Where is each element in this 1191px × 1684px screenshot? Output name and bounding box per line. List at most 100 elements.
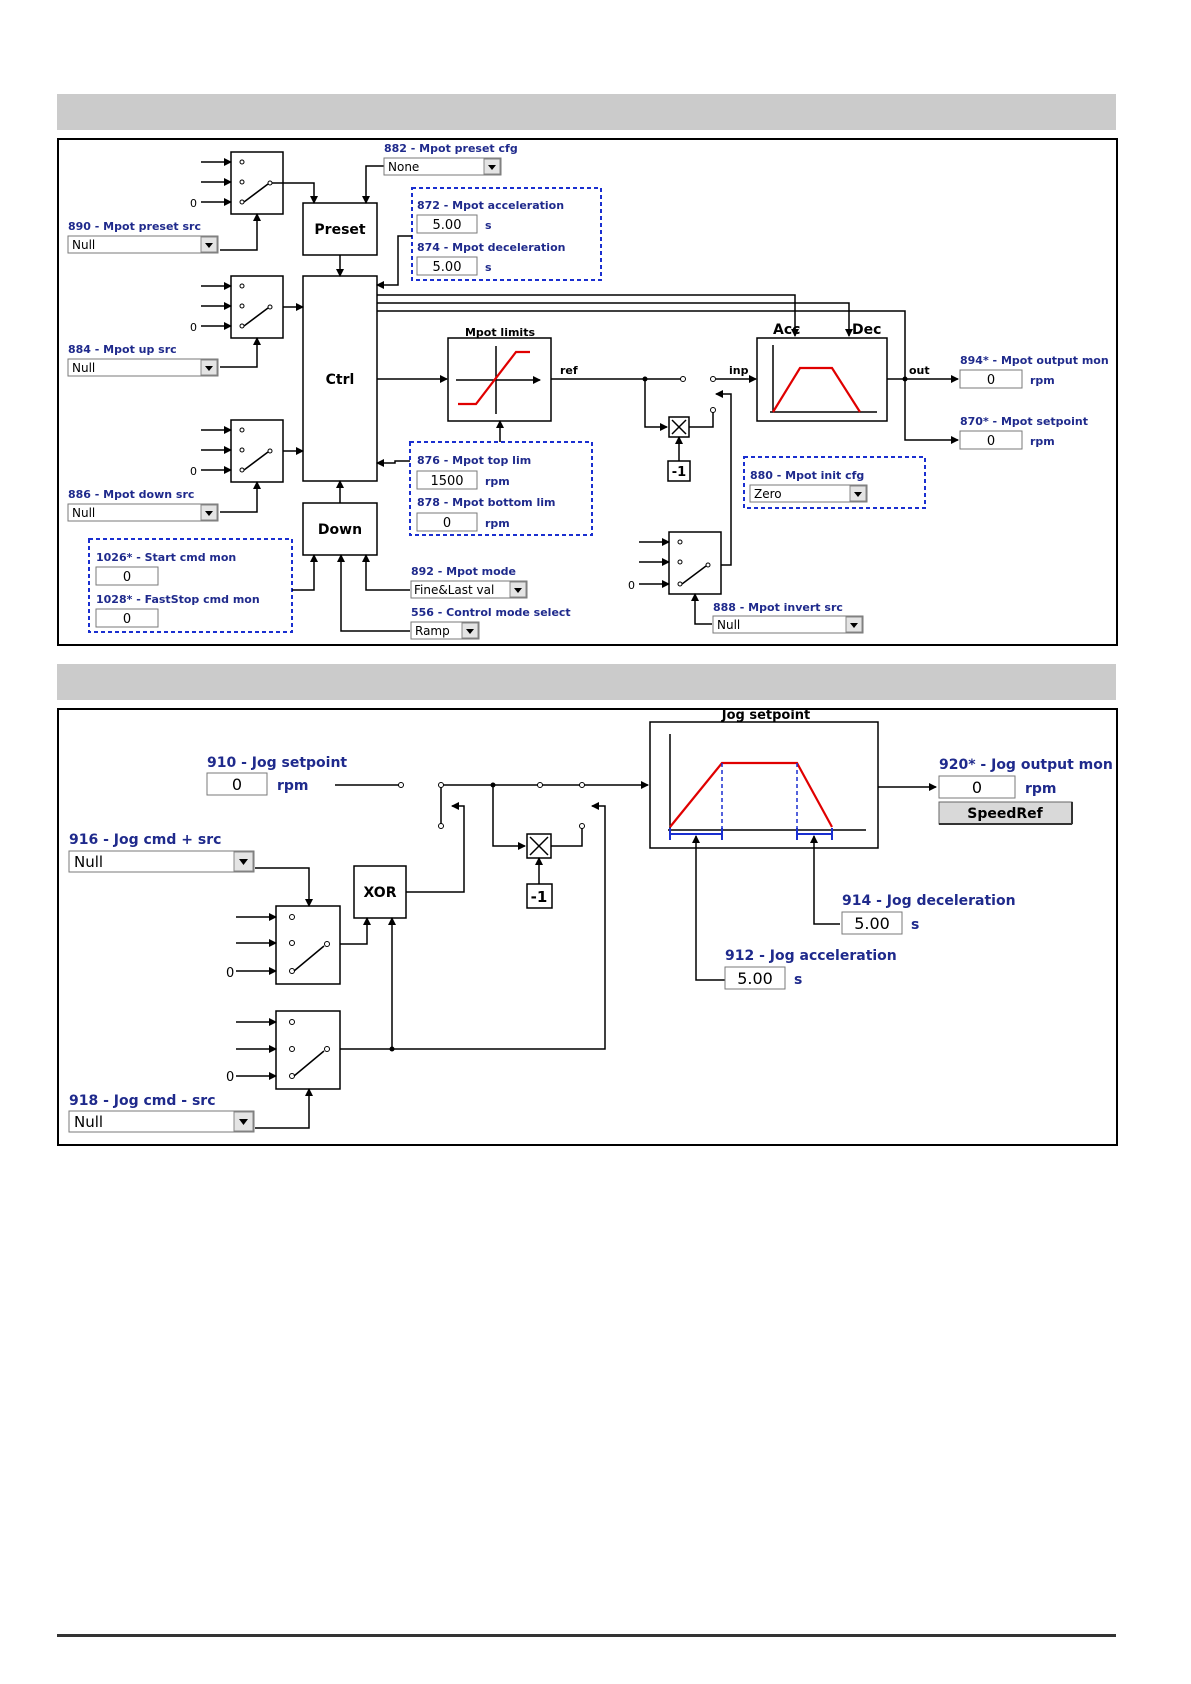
jog-acceleration-unit: s	[794, 972, 802, 988]
bottom-lim-value: 0	[443, 516, 451, 531]
jog-cmd-minus-selector	[236, 1010, 341, 1090]
control-mode-value: Ramp	[415, 624, 450, 638]
jog-deceleration-label: 914 - Jog deceleration	[842, 893, 1016, 909]
up-src-select[interactable]: Null	[67, 358, 219, 377]
mode-value: Fine&Last val	[414, 583, 494, 597]
xor-block	[353, 865, 407, 919]
inp-label: inp	[729, 364, 749, 377]
zero-label: 0	[190, 197, 197, 210]
bottom-lim-field[interactable]: 0	[416, 512, 478, 532]
preset-src-select[interactable]: Null	[67, 235, 219, 254]
control-mode-label: 556 - Control mode select	[411, 606, 571, 619]
section-header-bar-jog	[57, 664, 1116, 700]
jog-cmd-minus-value: Null	[74, 1113, 103, 1131]
jog-acceleration-field[interactable]: 5.00	[724, 966, 786, 990]
mpot-diagram-frame	[57, 138, 1118, 646]
invert-src-select[interactable]: Null	[712, 615, 864, 634]
jog-zero-label: 0	[226, 1070, 234, 1085]
up-src-value: Null	[72, 361, 95, 375]
output-mon-field: 0	[959, 369, 1023, 389]
top-lim-unit: rpm	[485, 475, 510, 488]
invert-src-label: 888 - Mpot invert src	[713, 601, 843, 614]
mode-label: 892 - Mpot mode	[411, 565, 516, 578]
ref-label: ref	[560, 364, 578, 377]
minus-one-label: -1	[672, 465, 686, 480]
acceleration-field[interactable]: 5.00	[416, 214, 478, 234]
jog-cmd-minus-select[interactable]: Null	[68, 1110, 255, 1133]
top-lim-label: 876 - Mpot top lim	[417, 454, 531, 467]
preset-src-value: Null	[72, 238, 95, 252]
start-cmd-mon-field: 0	[95, 566, 159, 586]
acceleration-value: 5.00	[433, 218, 462, 233]
output-mon-value: 0	[987, 373, 995, 388]
faststop-cmd-mon-value: 0	[123, 612, 131, 627]
cmd-mon-group	[88, 538, 293, 633]
top-lim-field[interactable]: 1500	[416, 470, 478, 490]
ctrl-block	[302, 275, 378, 482]
deceleration-label: 874 - Mpot deceleration	[417, 241, 565, 254]
ctrl-block-label: Ctrl	[326, 372, 355, 388]
setpoint-field: 0	[959, 430, 1023, 450]
invert-src-value: Null	[717, 618, 740, 632]
jog-cmd-plus-select[interactable]: Null	[68, 850, 255, 873]
jog-setpoint-field[interactable]: 0	[206, 772, 268, 796]
speedref-button[interactable]: SpeedRef	[938, 801, 1073, 825]
up-src-label: 884 - Mpot up src	[68, 343, 177, 356]
faststop-cmd-mon-field: 0	[95, 608, 159, 628]
mode-select[interactable]: Fine&Last val	[410, 580, 528, 599]
jog-setpoint-unit: rpm	[277, 778, 309, 794]
jog-deceleration-field[interactable]: 5.00	[841, 911, 903, 935]
zero-label: 0	[190, 465, 197, 478]
dec-label: Dec	[852, 322, 881, 338]
out-label: out	[909, 364, 930, 377]
preset-selector	[201, 151, 284, 215]
jog-output-mon-label: 920* - Jog output mon	[939, 757, 1113, 773]
preset-block	[302, 202, 378, 256]
deceleration-value: 5.00	[433, 260, 462, 275]
bottom-lim-unit: rpm	[485, 517, 510, 530]
init-cfg-label: 880 - Mpot init cfg	[750, 469, 864, 482]
output-mon-label: 894* - Mpot output mon	[960, 354, 1109, 367]
init-cfg-select[interactable]: Zero	[749, 484, 868, 503]
deceleration-field[interactable]: 5.00	[416, 256, 478, 276]
jog-cmd-minus-label: 918 - Jog cmd - src	[69, 1093, 216, 1109]
speedref-button-label: SpeedRef	[967, 806, 1043, 822]
down-selector	[201, 419, 284, 483]
start-cmd-mon-label: 1026* - Start cmd mon	[96, 551, 236, 564]
jog-setpoint-label: 910 - Jog setpoint	[207, 755, 347, 771]
jog-zero-label: 0	[226, 966, 234, 981]
jog-acceleration-value: 5.00	[737, 969, 773, 988]
limits-group	[409, 441, 593, 536]
down-src-label: 886 - Mpot down src	[68, 488, 194, 501]
output-mon-unit: rpm	[1030, 374, 1055, 387]
control-mode-select[interactable]: Ramp	[410, 621, 480, 640]
jog-cmd-plus-selector	[236, 905, 341, 985]
faststop-cmd-mon-label: 1028* - FastStop cmd mon	[96, 593, 260, 606]
setpoint-label: 870* - Mpot setpoint	[960, 415, 1088, 428]
invert-selector	[639, 531, 722, 595]
mpot-limits-title: Mpot limits	[465, 326, 535, 339]
jog-minus-one-block	[526, 883, 553, 909]
jog-ramp-block	[649, 721, 879, 849]
section-header-bar-mpot	[57, 94, 1116, 130]
down-src-select[interactable]: Null	[67, 503, 219, 522]
preset-block-label: Preset	[314, 222, 365, 238]
up-selector	[201, 275, 284, 339]
footer-rule	[57, 1634, 1116, 1637]
down-block	[302, 502, 378, 556]
jog-deceleration-value: 5.00	[854, 914, 890, 933]
setpoint-value: 0	[987, 434, 995, 449]
preset-cfg-value: None	[388, 160, 419, 174]
acceleration-unit: s	[485, 219, 492, 232]
mpot-ramp-block	[756, 337, 888, 422]
acc-label: Acc	[773, 322, 800, 338]
init-cfg-value: Zero	[754, 487, 782, 501]
preset-cfg-select[interactable]: None	[383, 157, 502, 176]
jog-output-mon-value: 0	[972, 778, 982, 797]
preset-src-label: 890 - Mpot preset src	[68, 220, 201, 233]
xor-label: XOR	[364, 885, 397, 901]
start-cmd-mon-value: 0	[123, 570, 131, 585]
deceleration-unit: s	[485, 261, 492, 274]
